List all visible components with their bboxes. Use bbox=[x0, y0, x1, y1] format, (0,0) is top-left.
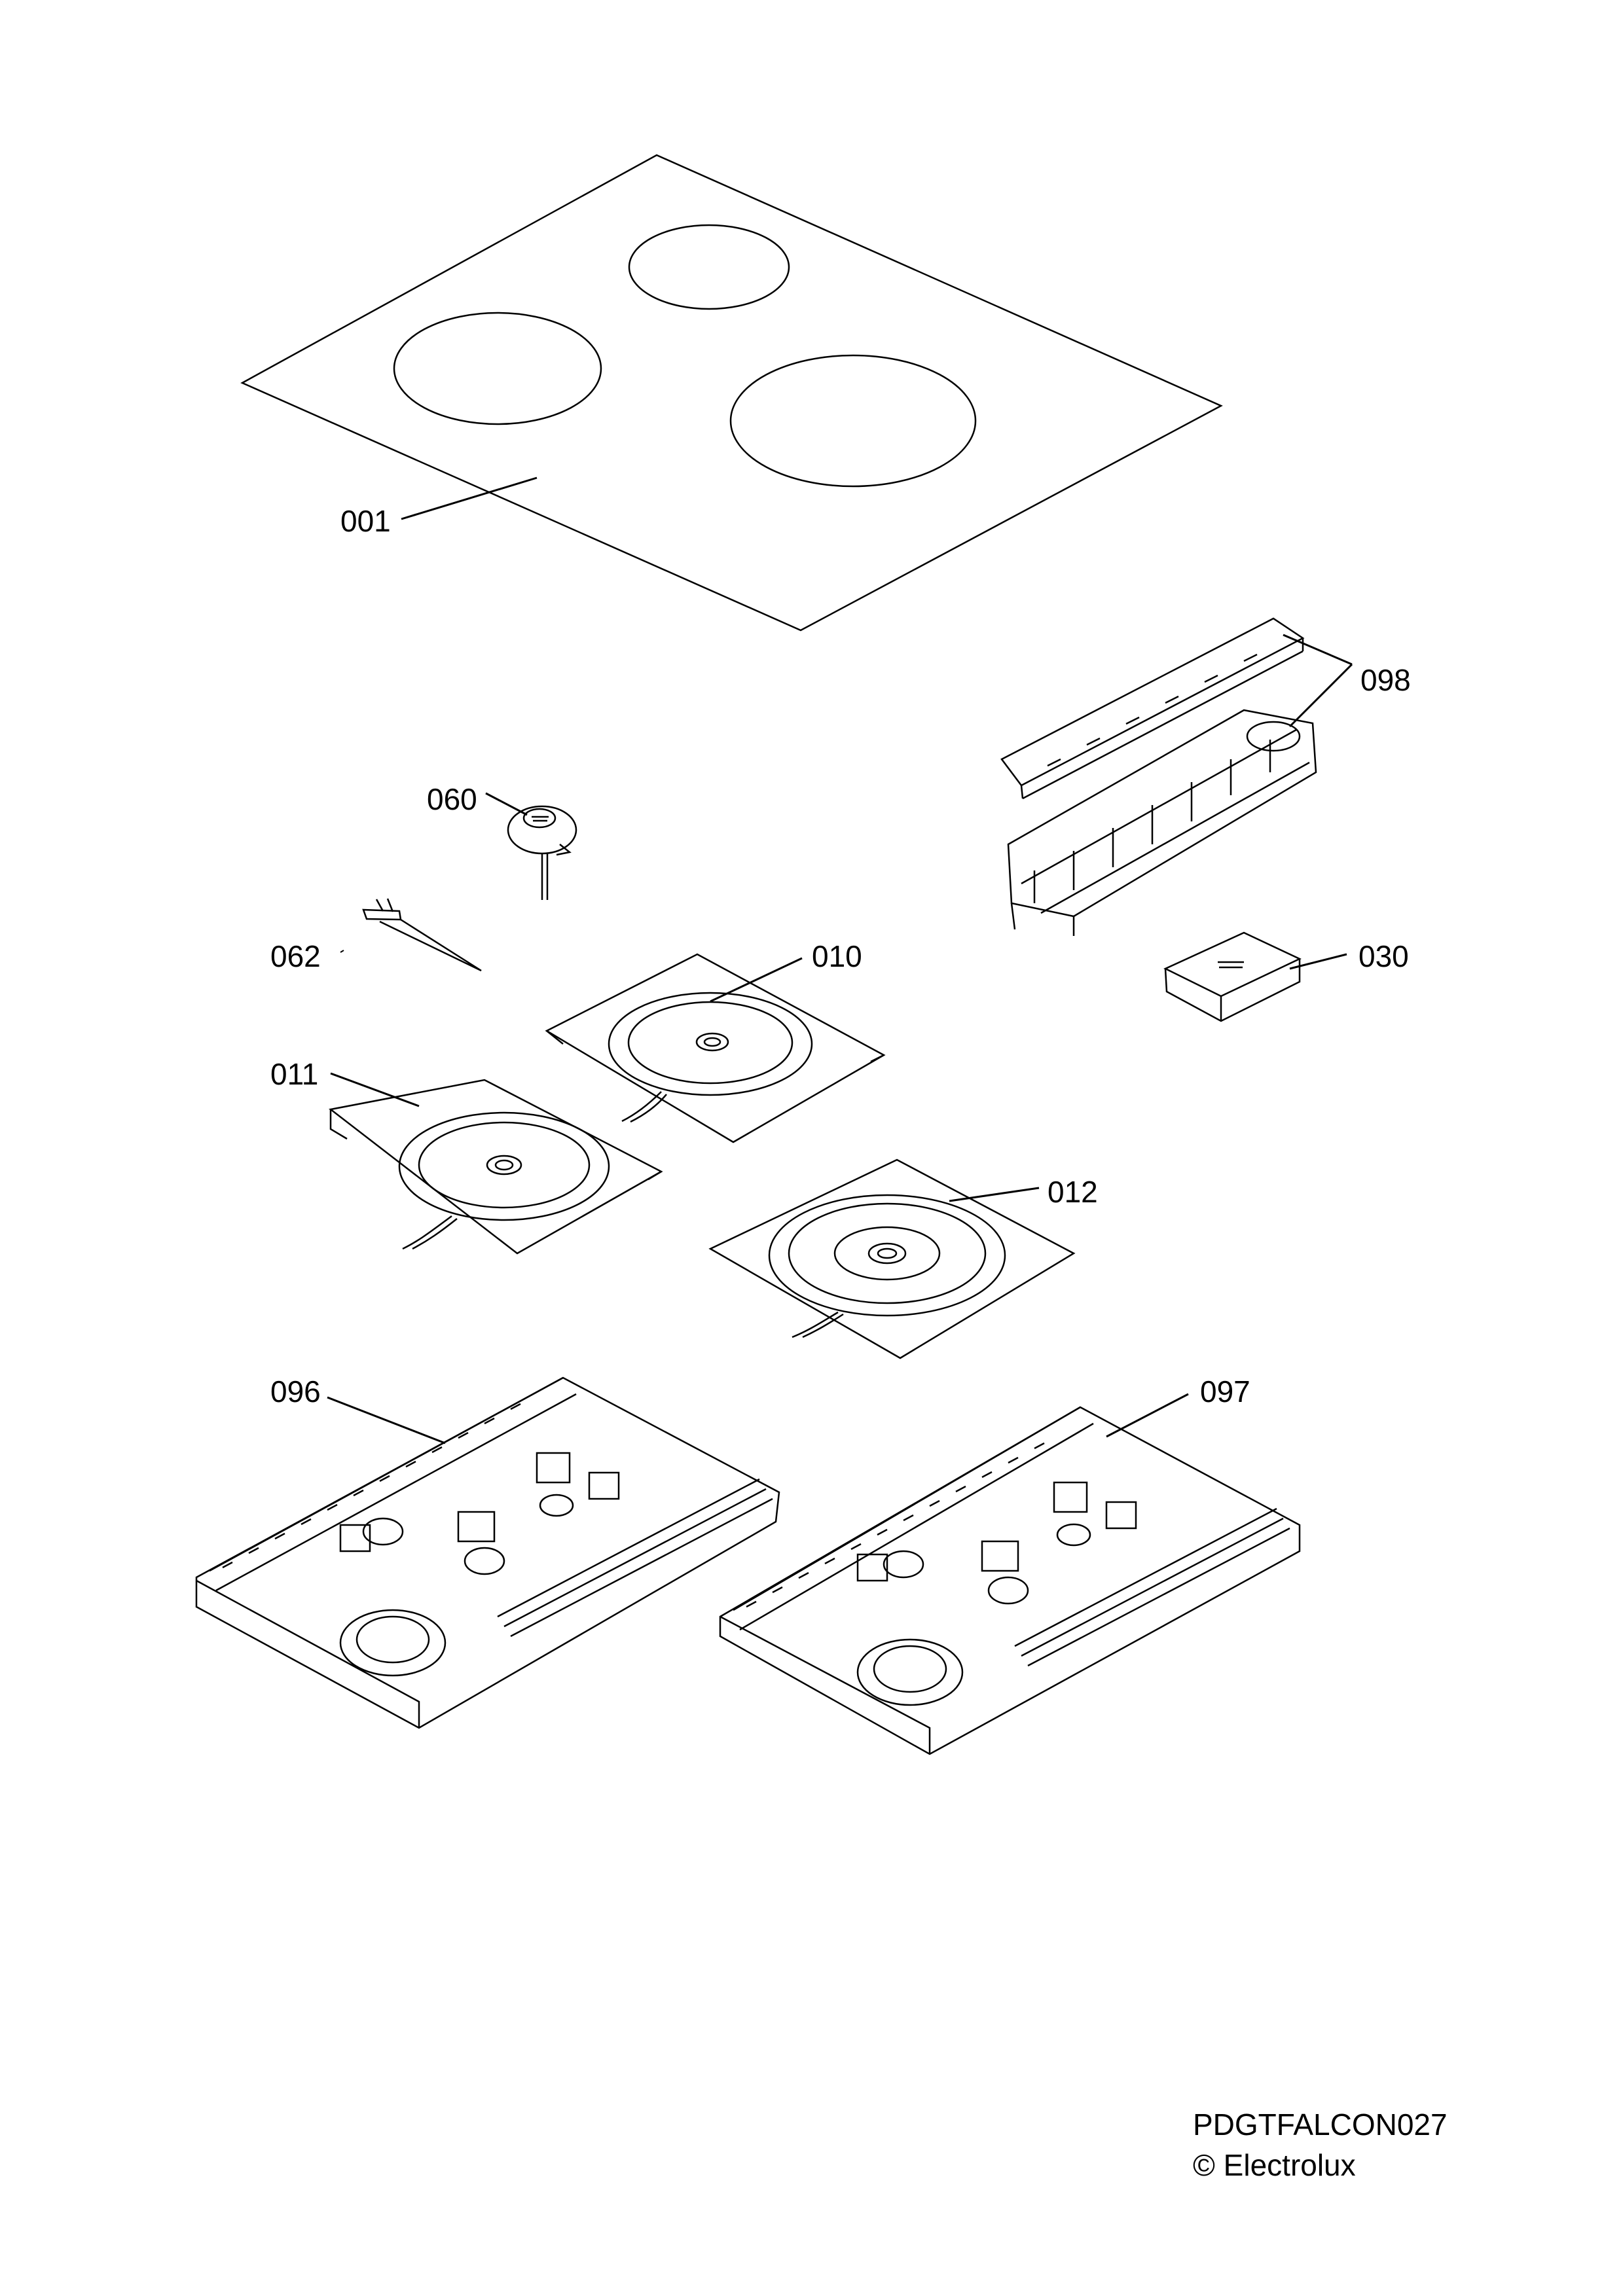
part-label-001: 001 bbox=[340, 504, 391, 538]
part-label-060: 060 bbox=[427, 782, 477, 816]
leader-097 bbox=[1106, 1393, 1189, 1438]
part-label-062: 062 bbox=[270, 939, 321, 973]
module-030-part bbox=[1163, 931, 1302, 1022]
power-board-096-part bbox=[195, 1376, 780, 1729]
leader-098-a bbox=[1283, 634, 1353, 666]
induction-coil-010-part bbox=[545, 953, 886, 1143]
leader-096 bbox=[327, 1396, 446, 1444]
leader-062 bbox=[340, 950, 344, 953]
leader-098-b bbox=[1288, 663, 1353, 728]
power-board-097-part bbox=[719, 1406, 1301, 1755]
glass-cooktop-part bbox=[240, 154, 1223, 632]
leader-011 bbox=[330, 1072, 420, 1107]
control-board-part bbox=[1000, 617, 1317, 936]
part-label-097: 097 bbox=[1200, 1374, 1250, 1408]
leader-010 bbox=[710, 957, 803, 1003]
part-label-012: 012 bbox=[1048, 1175, 1098, 1209]
leader-012 bbox=[949, 1187, 1040, 1202]
leader-060 bbox=[485, 792, 528, 816]
part-label-030: 030 bbox=[1359, 939, 1409, 973]
drawing-code: PDGTFALCON027 bbox=[1193, 2108, 1448, 2142]
part-label-096: 096 bbox=[270, 1374, 321, 1408]
part-label-010: 010 bbox=[812, 939, 862, 973]
part-label-011: 011 bbox=[270, 1057, 318, 1091]
induction-coil-012-part bbox=[708, 1158, 1076, 1359]
leader-030 bbox=[1289, 953, 1347, 970]
part-label-098: 098 bbox=[1360, 663, 1411, 697]
clip-part bbox=[362, 898, 482, 972]
sensor-part bbox=[507, 805, 577, 900]
footer: PDGTFALCON027 © Electrolux bbox=[1193, 2104, 1448, 2185]
copyright-notice: © Electrolux bbox=[1193, 2148, 1356, 2182]
induction-coil-011-part bbox=[329, 1079, 663, 1255]
leader-001 bbox=[401, 476, 538, 520]
